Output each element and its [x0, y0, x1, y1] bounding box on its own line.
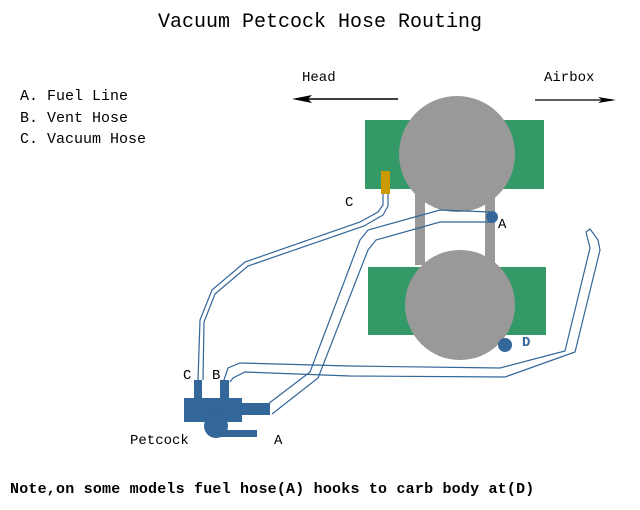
- direction-label-head: Head: [302, 70, 336, 86]
- vacuum-hose: [197, 194, 389, 381]
- label-b-petcock: B: [212, 368, 221, 384]
- rear-cylinder: [405, 250, 515, 360]
- diagram-title: Vacuum Petcock Hose Routing: [157, 11, 483, 34]
- connector-bar-right: [485, 185, 495, 265]
- vacuum-port: [381, 171, 390, 194]
- label-a-carb: A: [498, 217, 507, 233]
- label-c-petcock: C: [183, 368, 192, 384]
- airbox-arrow: [535, 97, 616, 103]
- legend-item-vacuum-hose: C. Vacuum Hose: [20, 131, 147, 148]
- label-d: D: [522, 335, 531, 351]
- petcock: [184, 380, 270, 438]
- carb-body-connection-d: [498, 338, 512, 352]
- fuel-hose: [267, 209, 492, 415]
- label-petcock: Petcock: [130, 433, 189, 449]
- note-text: Note,on some models fuel hose(A) hooks t…: [10, 481, 535, 498]
- label-a-petcock: A: [274, 433, 283, 449]
- vent-hose: [223, 228, 601, 383]
- legend-item-fuel-line: A. Fuel Line: [20, 88, 129, 105]
- fuel-hose-connection-a: [486, 211, 498, 223]
- legend-item-vent-hose: B. Vent Hose: [20, 109, 129, 127]
- head-arrow: [292, 95, 398, 103]
- front-cylinder: [399, 96, 515, 212]
- direction-label-airbox: Airbox: [544, 70, 595, 86]
- label-c-vacuum-port: C: [345, 195, 354, 211]
- connector-bar-left: [415, 185, 425, 265]
- legend: A. Fuel Line B. Vent Hose C. Vacuum Hose: [20, 86, 146, 151]
